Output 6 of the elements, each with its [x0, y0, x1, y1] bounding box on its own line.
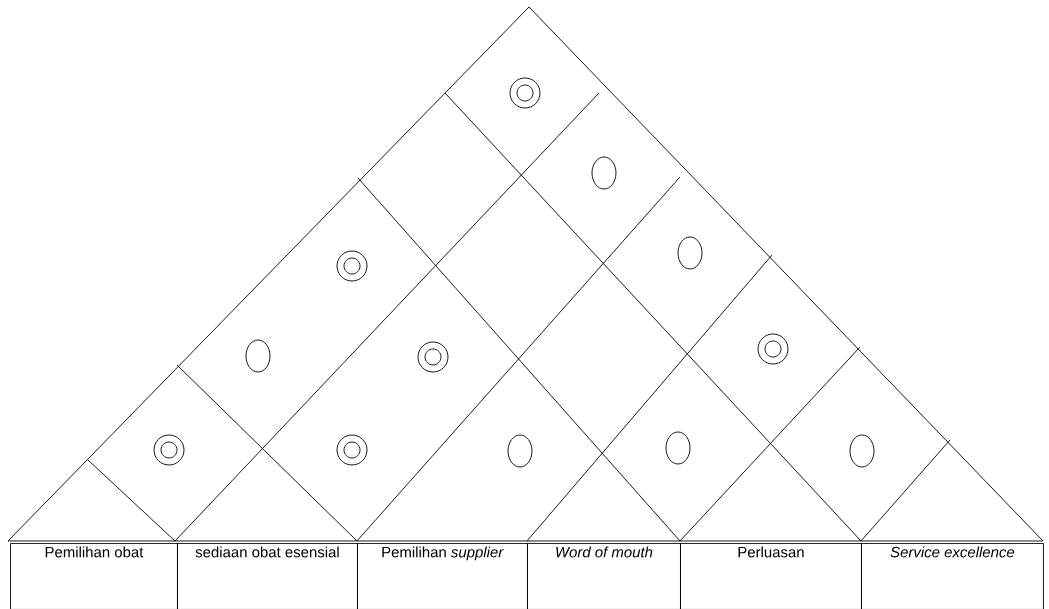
- table-cell: Pemilihan supplier: [357, 543, 528, 609]
- table-cell: Perluasan: [680, 543, 862, 609]
- table-cell: Pemilihan obat: [10, 543, 178, 609]
- table-cell: Service excellence: [861, 543, 1044, 609]
- table-cell: sediaan obat esensial: [177, 543, 358, 609]
- table-cell: Word of mouth: [527, 543, 681, 609]
